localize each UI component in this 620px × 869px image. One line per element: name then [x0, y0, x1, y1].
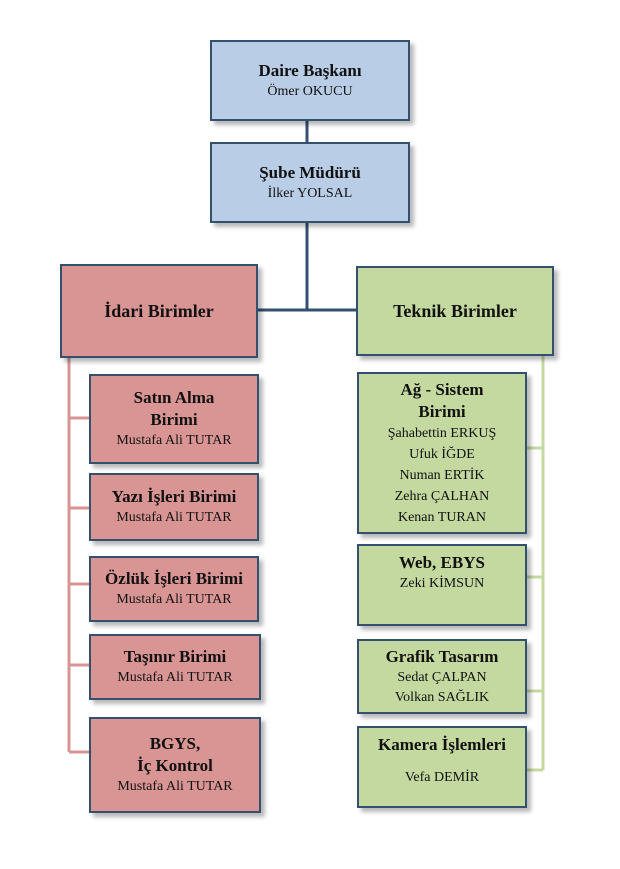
idari-unit-bgys: BGYS, İç Kontrol Mustafa Ali TUTAR: [89, 717, 261, 813]
teknik-unit-kamera-islemleri: Kamera İşlemleri Vefa DEMİR: [357, 726, 527, 808]
box-idari-birimler: İdari Birimler: [60, 264, 258, 358]
box-sube-muduru: Şube Müdürü İlker YOLSAL: [210, 142, 410, 223]
sube-name: İlker YOLSAL: [267, 185, 353, 201]
unit-title: Yazı İşleri Birimi: [111, 487, 237, 506]
daire-title: Daire Başkanı: [258, 60, 362, 80]
unit-title: Web, EBYS: [399, 553, 485, 572]
unit-name: Mustafa Ali TUTAR: [117, 779, 233, 794]
unit-member: Numan ERTİK: [399, 467, 485, 483]
unit-title: Özlük İşleri Birimi: [105, 569, 243, 588]
unit-member: Sedat ÇALPAN: [397, 669, 487, 685]
unit-name: Mustafa Ali TUTAR: [116, 510, 232, 525]
unit-name: Mustafa Ali TUTAR: [117, 670, 233, 685]
unit-member: Zeki KİMSUN: [399, 576, 485, 591]
unit-title: Kamera İşlemleri: [378, 735, 506, 754]
unit-name: Mustafa Ali TUTAR: [116, 433, 232, 448]
teknik-title: Teknik Birimler: [393, 301, 517, 321]
unit-member: Şahabettin ERKUŞ: [387, 425, 497, 441]
idari-unit-tasinir: Taşınır Birimi Mustafa Ali TUTAR: [89, 634, 261, 700]
unit-member: Zehra ÇALHAN: [394, 488, 490, 504]
unit-name: Mustafa Ali TUTAR: [116, 592, 232, 607]
daire-name: Ömer OKUCU: [267, 83, 353, 99]
unit-member: Vefa DEMİR: [404, 770, 480, 785]
idari-unit-yazi-isleri: Yazı İşleri Birimi Mustafa Ali TUTAR: [89, 473, 259, 541]
teknik-unit-web-ebys: Web, EBYS Zeki KİMSUN: [357, 544, 527, 626]
unit-member: Kenan TURAN: [397, 509, 486, 525]
unit-title: Grafik Tasarım: [385, 646, 499, 666]
unit-title: BGYS, İç Kontrol: [137, 734, 213, 775]
unit-title: Ağ - Sistem Birimi: [400, 379, 484, 421]
sube-title: Şube Müdürü: [259, 162, 361, 182]
box-daire-baskani: Daire Başkanı Ömer OKUCU: [210, 40, 410, 121]
teknik-unit-grafik-tasarim: Grafik Tasarım Sedat ÇALPAN Volkan SAĞLI…: [357, 639, 527, 714]
unit-member: Ufuk İĞDE: [409, 446, 475, 462]
teknik-unit-ag-sistem: Ağ - Sistem Birimi Şahabettin ERKUŞ Ufuk…: [357, 372, 527, 534]
idari-unit-satin-alma: Satın Alma Birimi Mustafa Ali TUTAR: [89, 374, 259, 464]
unit-title: Taşınır Birimi: [123, 647, 227, 666]
box-teknik-birimler: Teknik Birimler: [356, 266, 554, 356]
unit-member: Volkan SAĞLIK: [394, 689, 490, 705]
idari-title: İdari Birimler: [104, 301, 214, 321]
idari-unit-ozluk-isleri: Özlük İşleri Birimi Mustafa Ali TUTAR: [89, 556, 259, 622]
unit-title: Satın Alma Birimi: [133, 388, 215, 429]
